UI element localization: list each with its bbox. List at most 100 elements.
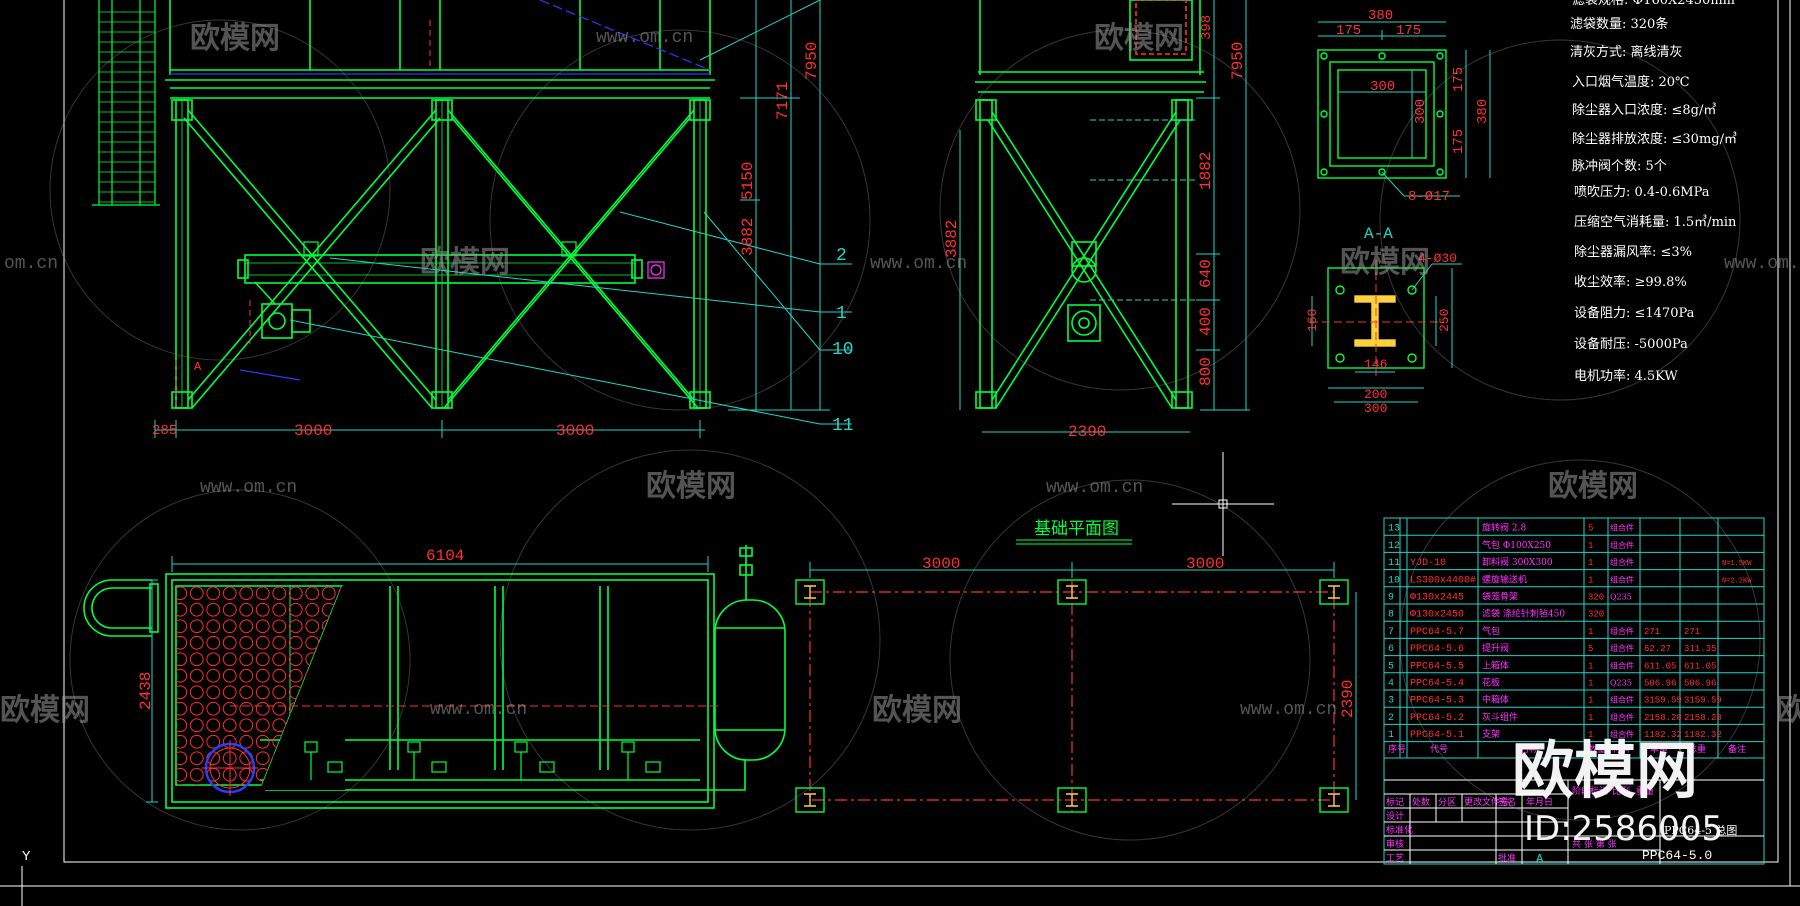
dim-400-side: 400 [1197,307,1215,336]
table-cell-no: 6 [1388,644,1394,655]
table-cell-qty: 320 [1588,610,1604,620]
spec-line: 压缩空气消耗量: 1.5㎥/min [1574,214,1737,230]
table-cell-code: PPC64-5.1 [1410,730,1464,741]
callout-10: 10 [832,340,854,360]
table-cell-mat: 组合件 [1610,695,1634,705]
front-callouts: 2 1 10 11 [832,246,854,436]
table-cell-w1: 1182.32 [1644,730,1682,740]
dim-3882-front: 3882 [739,218,757,256]
tb-role-design: 设计 [1386,810,1404,822]
wm-brand: 欧模网 [646,469,736,504]
dim-7171-front: 7171 [774,82,792,120]
table-cell-name: 螺旋输送机 [1482,573,1527,585]
callout-2: 2 [836,246,847,266]
table-cell-name: 气包 [1482,625,1500,637]
spec-line: 收尘效率: ≥99.8% [1574,274,1687,290]
table-cell-w2: 506.96 [1684,679,1716,689]
crosshair-cursor [1172,452,1274,556]
aa-dim-300: 300 [1364,401,1387,416]
table-cell-no: 7 [1388,627,1394,638]
table-cell-qty: 1 [1588,541,1593,551]
tb-sheet: 共 张 第 张 [1572,838,1617,850]
spec-line: 设备耐压: -5000Pa [1574,336,1688,352]
dim-3000-front-b: 3000 [556,422,594,440]
tb-role-standard: 标准化 [1386,824,1413,836]
plan-dim-6104: 6104 [426,547,464,565]
table-header-mat: 材料 [1612,743,1630,755]
tb-label: 处数 [1412,796,1430,808]
table-cell-no: 13 [1388,524,1400,535]
tb-role-process: 工艺 [1386,853,1404,864]
spec-line: 电机功率: 4.5KW [1574,368,1678,384]
aa-dim-160: 160 [1305,309,1320,332]
table-cell-no: 1 [1388,730,1394,741]
table-cell-name: 支架 [1482,728,1500,740]
dim-7950-front: 7950 [803,42,821,80]
foundation-dim-2390: 2390 [1339,680,1357,718]
tb-label: 标记 [1386,796,1404,808]
wm-brand: 欧模网 [1776,693,1800,728]
aa-dim-250: 250 [1437,309,1452,332]
dim-7950-side: 7950 [1229,42,1247,80]
front-dimension-text: 7950 7171 5150 3882 3000 3000 285 A [152,42,821,440]
side-dimensions [959,0,1250,433]
flange-175-r1: 175 [1451,67,1467,92]
table-cell-w1: 506.96 [1644,679,1676,689]
dim-398-side: 398 [1199,15,1215,40]
table-header-w2: 总重 [1688,743,1706,755]
table-cell-note: N=1.5KW [1722,560,1752,568]
callout-11: 11 [832,416,854,436]
flange-175-b: 175 [1396,23,1421,39]
table-cell-code: LS300x4400# [1410,575,1476,586]
spec-line: 滤袋规格: Φ160X2450mm [1572,0,1735,8]
table-cell-name: 气包 Φ100X250 [1482,539,1551,551]
dim-3000-front-a: 3000 [294,422,332,440]
table-cell-no: 3 [1388,696,1394,707]
table-cell-mat: 组合件 [1610,660,1634,670]
table-cell-note: N=2.2KW [1722,577,1752,585]
tb-role-review: 审核 [1386,838,1404,850]
tb-stage-mark: A [1536,852,1544,866]
table-cell-mat: Q235 [1610,679,1632,688]
tb-drawing-name: PPC64-5 总图 [1664,823,1737,837]
table-cell-qty: 1 [1588,713,1593,723]
wm-brand: 欧模网 [1548,469,1638,504]
wm-brand: 欧模网 [1094,21,1184,56]
table-cell-qty: 1 [1588,627,1593,637]
tb-drawing-no: PPC64-5.0 [1642,848,1712,863]
tb-label: 分区 [1438,797,1456,808]
dim-5150-front: 5150 [739,162,757,200]
table-cell-no: 9 [1388,593,1394,604]
wm-url: om.cn [4,254,58,274]
dim-1882-side: 1882 [1197,152,1215,190]
table-cell-name: 卸料阀 300X300 [1482,556,1553,568]
table-cell-no: 11 [1388,558,1400,569]
table-cell-qty: 1 [1588,730,1593,740]
spec-line: 除尘器漏风率: ≤3% [1574,244,1692,260]
table-cell-mat: 组合件 [1610,574,1634,584]
tb-label: 年月日 [1526,796,1553,808]
wm-url: www.om.cn [200,478,297,498]
table-header-w1: 单重 [1650,743,1668,755]
table-cell-qty: 1 [1588,679,1593,689]
table-cell-qty: 5 [1588,524,1593,534]
table-cell-name: 旋转阀 2.8 [1482,522,1526,534]
table-cell-w2: 3159.59 [1684,696,1722,706]
wm-brand: 欧模网 [420,245,510,280]
table-cell-mat: Q235 [1610,593,1632,602]
table-cell-qty: 1 [1588,575,1593,585]
table-cell-no: 5 [1388,661,1394,672]
table-cell-mat: 组合件 [1610,523,1634,533]
table-header-note: 备注 [1728,743,1746,755]
ladder [92,0,160,206]
table-cell-name: 灰斗组件 [1482,711,1518,723]
drawing-frame [0,0,1800,887]
table-cell-mat: 组合件 [1610,729,1634,739]
table-cell-w1: 611.05 [1644,661,1676,671]
flange-175-a: 175 [1336,23,1361,39]
table-cell-qty: 5 [1588,644,1593,654]
spec-line: 喷吹压力: 0.4-0.6MPa [1574,185,1710,200]
tb-scale: 比例 [1612,785,1630,797]
table-cell-name: 上箱体 [1482,659,1509,671]
